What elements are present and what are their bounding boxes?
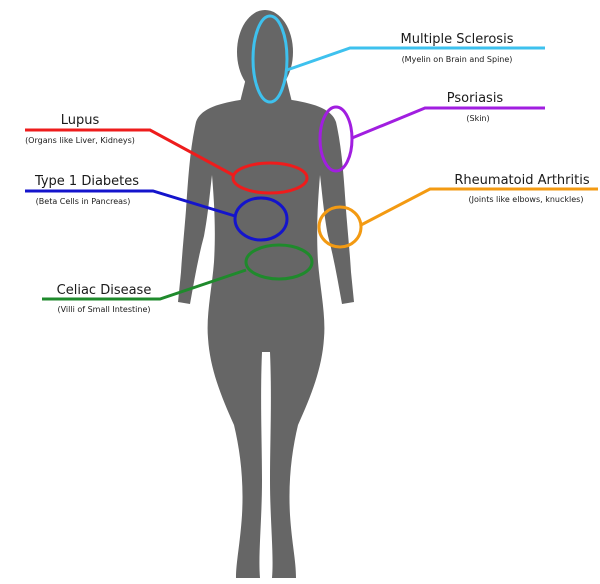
- ra-subtitle: (Joints like elbows, knuckles): [469, 195, 584, 204]
- condition-psoriasis: Psoriasis (Skin): [320, 91, 545, 171]
- celiac-subtitle: (Villi of Small Intestine): [58, 305, 151, 314]
- condition-ra: Rheumatoid Arthritis (Joints like elbows…: [319, 173, 598, 247]
- condition-ms: Multiple Sclerosis (Myelin on Brain and …: [253, 16, 545, 102]
- celiac-title: Celiac Disease: [57, 283, 152, 298]
- psoriasis-title: Psoriasis: [447, 91, 504, 106]
- ms-title: Multiple Sclerosis: [401, 32, 514, 47]
- ms-subtitle: (Myelin on Brain and Spine): [402, 55, 513, 64]
- psoriasis-leader-line: [352, 108, 545, 138]
- ra-title: Rheumatoid Arthritis: [454, 173, 589, 188]
- lupus-title: Lupus: [61, 113, 100, 128]
- lupus-subtitle: (Organs like Liver, Kidneys): [25, 136, 135, 145]
- psoriasis-subtitle: (Skin): [466, 114, 489, 123]
- t1d-title: Type 1 Diabetes: [34, 174, 139, 189]
- t1d-subtitle: (Beta Cells in Pancreas): [36, 197, 131, 206]
- body-shape: [178, 100, 354, 578]
- human-body-silhouette: [178, 10, 354, 578]
